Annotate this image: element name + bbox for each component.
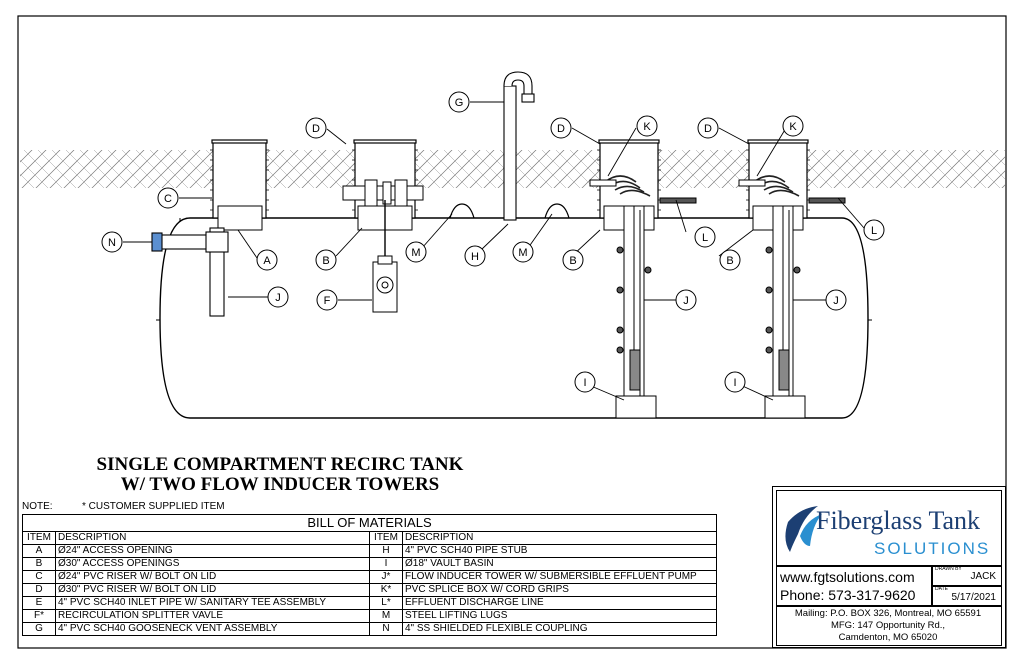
discharge-line-2 <box>808 197 846 204</box>
svg-text:M: M <box>518 247 527 259</box>
drawn-by-label: DRAWN BY <box>935 566 962 572</box>
bom-col-description: DESCRIPTION <box>55 531 370 545</box>
callout-n: N <box>101 231 123 253</box>
svg-text:G: G <box>455 97 464 109</box>
svg-text:J: J <box>683 295 689 307</box>
gooseneck-vent <box>503 71 535 221</box>
callout-d1: D <box>305 117 327 139</box>
svg-text:B: B <box>726 255 733 267</box>
svg-text:H: H <box>471 251 479 263</box>
callout-a: A <box>256 249 278 271</box>
svg-text:A: A <box>263 255 271 267</box>
callout-j3: J <box>825 289 847 311</box>
callout-b2: B <box>562 249 584 271</box>
mfg-address-line1: MFG: 147 Opportunity Rd., <box>830 620 946 631</box>
bom-col-description: DESCRIPTION <box>401 531 718 545</box>
svg-text:B: B <box>322 255 329 267</box>
logo-subtitle: SOLUTIONS <box>874 539 991 558</box>
svg-text:F: F <box>324 295 331 307</box>
discharge-line-1 <box>659 197 697 204</box>
svg-text:M: M <box>411 247 420 259</box>
splitter-valve <box>342 179 424 313</box>
drawn-by-value: JACK <box>970 571 996 582</box>
bom-col-item: ITEM <box>22 531 56 545</box>
svg-text:B: B <box>569 255 576 267</box>
callout-l1: L <box>694 226 716 248</box>
sheet-border <box>17 15 1007 649</box>
diagram-title-line1: SINGLE COMPARTMENT RECIRC TANK <box>96 454 464 475</box>
svg-text:J: J <box>275 292 281 304</box>
website-link[interactable]: www.fgtsolutions.com <box>780 569 915 585</box>
callout-f: F <box>316 289 338 311</box>
svg-text:N: N <box>108 237 116 249</box>
callout-i2: I <box>724 371 746 393</box>
lifting-lug-2 <box>544 203 570 219</box>
callout-k1: K <box>636 115 658 137</box>
tank-body <box>159 217 869 419</box>
callout-d3: D <box>697 117 719 139</box>
title-block-logo-cell <box>776 490 1002 566</box>
callout-m1: M <box>405 241 427 263</box>
diagram-title-line2: W/ TWO FLOW INDUCER TOWERS <box>120 474 440 495</box>
date-value: 5/17/2021 <box>951 592 997 603</box>
callout-d2: D <box>550 117 572 139</box>
bom-col-item: ITEM <box>369 531 403 545</box>
callout-j2: J <box>675 289 697 311</box>
svg-text:L: L <box>702 232 708 244</box>
bom-heading: BILL OF MATERIALS <box>21 514 718 532</box>
callout-h: H <box>464 245 486 267</box>
logo-mark-icon <box>785 506 822 552</box>
flow-inducer-tower-1 <box>615 205 657 419</box>
title-block <box>772 486 1006 648</box>
splice-box-2 <box>738 179 766 187</box>
callout-b1: B <box>315 249 337 271</box>
svg-text:J: J <box>833 295 839 307</box>
flow-inducer-tower-2 <box>764 205 806 419</box>
note-text: * CUSTOMER SUPPLIED ITEM <box>82 501 225 512</box>
callout-j1: J <box>267 286 289 308</box>
callout-k2: K <box>782 115 804 137</box>
date-label: DATE <box>935 586 948 592</box>
lifting-lug-1 <box>449 203 475 219</box>
mailing-address: Mailing: P.O. BOX 326, Montreal, MO 6559… <box>794 608 982 619</box>
callout-i1: I <box>574 371 596 393</box>
logo-wordmark: Fiberglass Tank <box>816 506 981 535</box>
bill-of-materials: BILL OF MATERIALS ITEM DESCRIPTION ITEM … <box>21 514 718 636</box>
svg-text:I: I <box>583 377 586 389</box>
svg-text:K: K <box>643 121 651 133</box>
svg-text:I: I <box>733 377 736 389</box>
callout-m2: M <box>512 241 534 263</box>
svg-text:D: D <box>557 123 565 135</box>
svg-text:K: K <box>789 121 797 133</box>
splice-box-1 <box>589 179 617 187</box>
callout-b3: B <box>719 249 741 271</box>
phone-number: Phone: 573-317-9620 <box>780 587 916 603</box>
mfg-address-line2: Camdenton, MO 65020 <box>838 632 938 643</box>
callout-c: C <box>157 187 179 209</box>
callout-l2: L <box>863 219 885 241</box>
svg-text:D: D <box>312 123 320 135</box>
svg-text:D: D <box>704 123 712 135</box>
callout-g: G <box>448 91 470 113</box>
inlet-pipe <box>151 227 229 317</box>
svg-text:L: L <box>871 225 877 237</box>
svg-text:C: C <box>164 193 172 205</box>
note-label: NOTE: <box>22 501 53 512</box>
